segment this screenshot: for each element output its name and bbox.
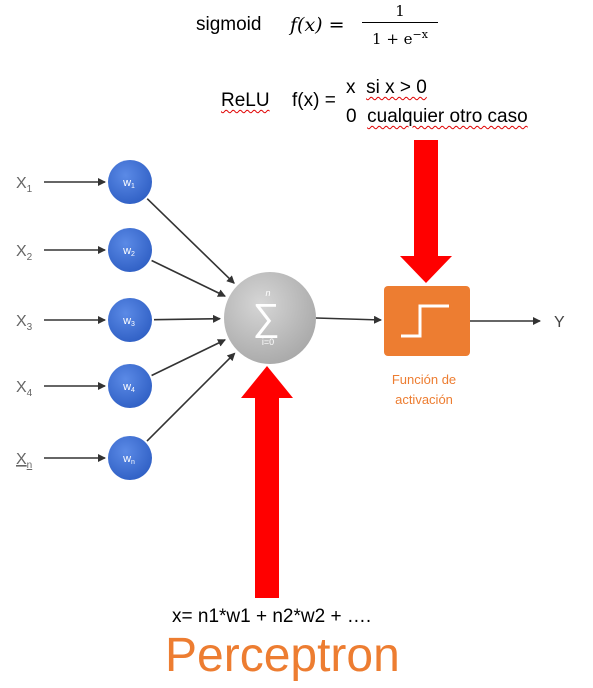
weight-node-3 — [108, 298, 152, 342]
sum-lower: i=0 — [262, 337, 274, 347]
sigmoid-fraction: 1 1 + e−x — [358, 0, 442, 48]
activation-label-line1: Función de — [391, 372, 457, 387]
edge-weight-3 — [153, 314, 222, 323]
output-label: Y — [554, 314, 565, 331]
input-label-4: X4 — [16, 379, 33, 399]
activation-label-line2: activación — [395, 392, 453, 407]
relu-case-2: 0 cualquier otro caso — [346, 106, 528, 128]
page-title: Perceptron — [165, 629, 400, 682]
relu-case1-value: x — [346, 77, 356, 98]
edge-weight-4 — [151, 339, 226, 377]
fraction-bar — [362, 22, 438, 23]
weight-node-5 — [108, 436, 152, 480]
relu-case1-cond: si x > 0 — [366, 77, 427, 98]
weight-node-1 — [108, 160, 152, 204]
edge-weight-1 — [146, 198, 235, 284]
red-arrow-summation — [241, 366, 293, 598]
sigmoid-numerator: 1 — [395, 2, 405, 20]
sigmoid-den-base: 1 + e — [372, 30, 413, 48]
relu-case2-value: 0 — [346, 106, 357, 127]
weight-node-2 — [108, 228, 152, 272]
activation-box — [384, 286, 470, 356]
red-arrow-activation — [400, 140, 452, 283]
step-function-icon — [401, 304, 449, 338]
input-label-3: X3 — [16, 313, 33, 333]
sigmoid-label: sigmoid — [196, 14, 262, 35]
summation-node — [224, 272, 316, 364]
edge-weight-5 — [146, 352, 236, 442]
sum-symbol: ∑ — [252, 297, 279, 339]
weight-node-4 — [108, 364, 152, 408]
edge-weight-2 — [151, 259, 226, 297]
perceptron-formula: x= n1*w1 + n2*w2 + …. — [172, 606, 372, 627]
edge-sum-activation — [315, 315, 382, 324]
relu-fx: f(x) = — [292, 90, 336, 111]
sigmoid-denominator: 1 + e−x — [358, 23, 442, 48]
sum-upper: n — [265, 288, 270, 298]
relu-case-1: x si x > 0 — [346, 77, 427, 99]
input-label-1: X1 — [16, 175, 33, 195]
activation-label: Función de activación — [369, 370, 479, 410]
input-label-2: X2 — [16, 243, 33, 263]
sigmoid-den-exp: −x — [412, 28, 428, 41]
sigmoid-fx: f(x) = — [290, 14, 345, 36]
relu-case2-cond: cualquier otro caso — [367, 106, 528, 127]
relu-label: ReLU — [221, 90, 270, 111]
input-label-5: Xn — [16, 451, 32, 471]
